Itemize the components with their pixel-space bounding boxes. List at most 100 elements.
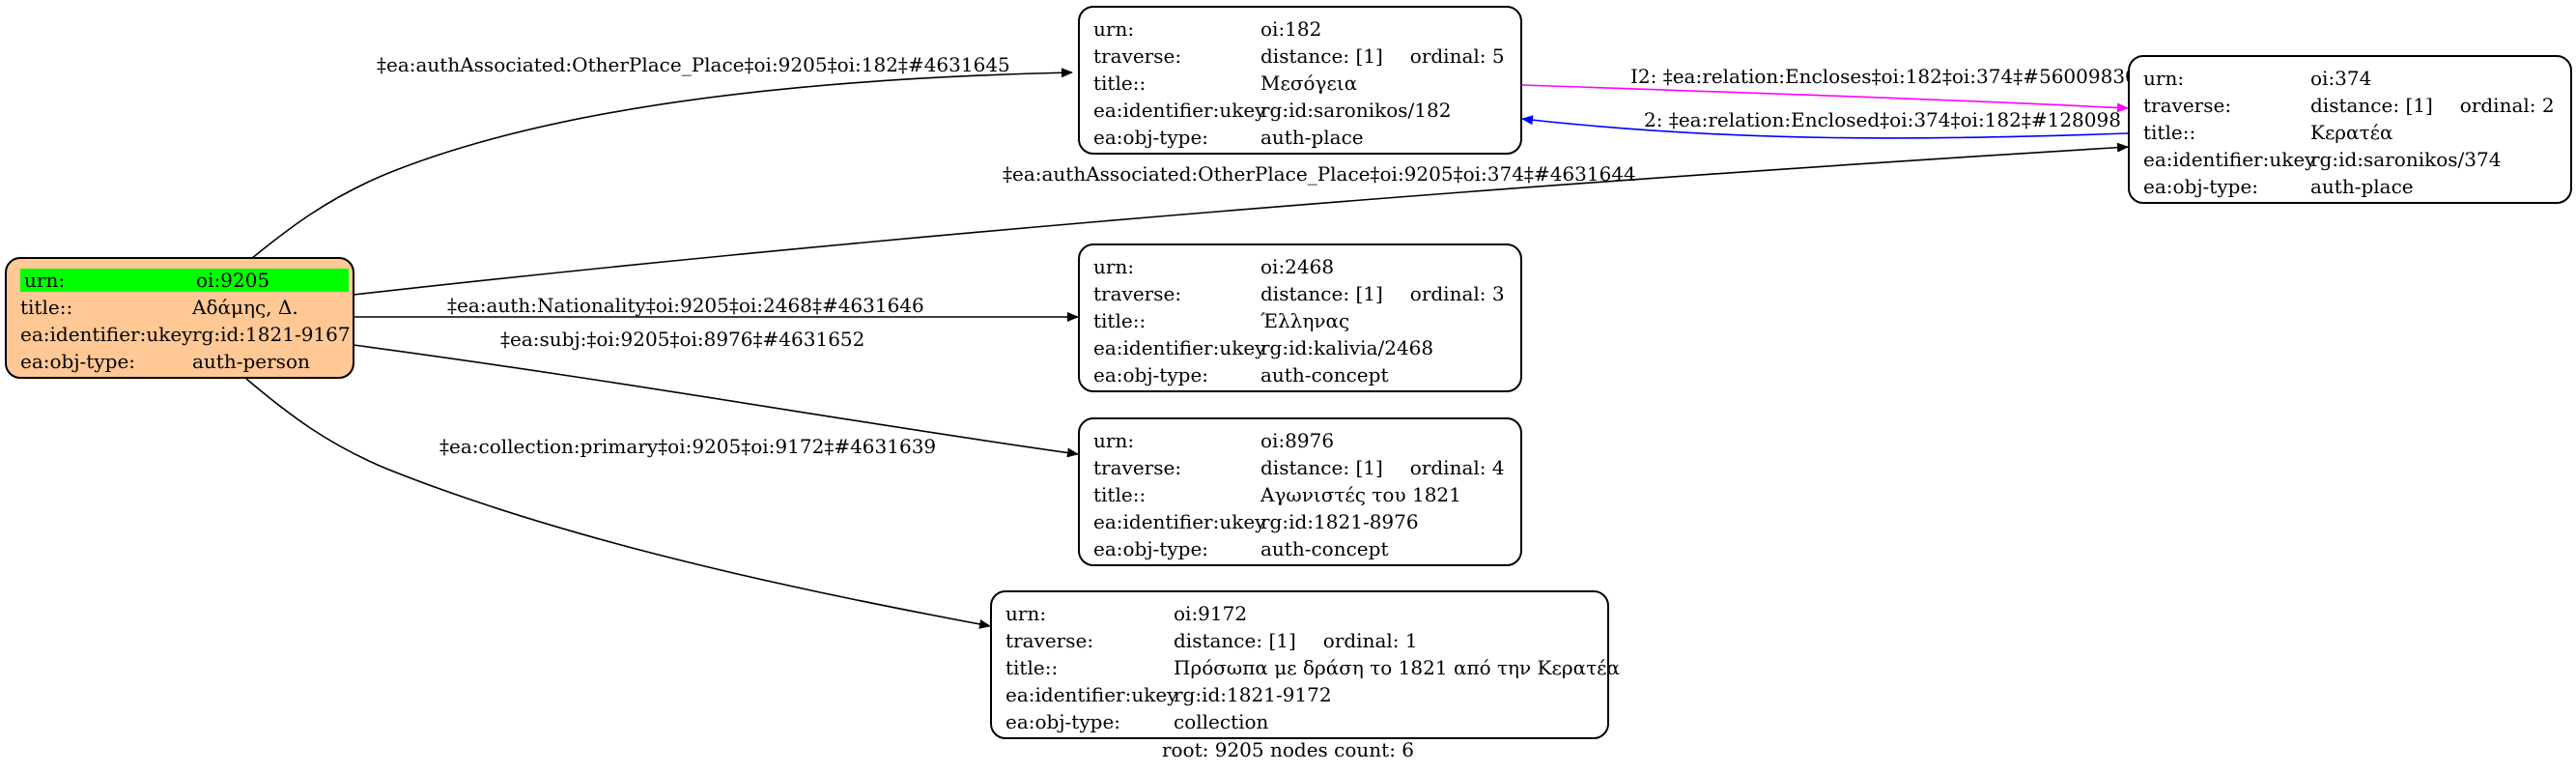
node-row: urn: oi:374 (2143, 65, 2557, 92)
node-key: ea:identifier:ukey (1093, 99, 1266, 122)
edge-9205-182 (245, 68, 1073, 264)
node-key: ea:obj-type: (1093, 126, 1209, 149)
node-oi-374[interactable]: urn:oi:374 traverse:distance: [1]ordinal… (2128, 55, 2572, 204)
node-key: urn: (1093, 429, 1135, 452)
node-value: Αγωνιστές του 1821 (1260, 483, 1461, 506)
node-key: ea:identifier:ukey (1005, 683, 1178, 706)
node-key: urn: (1005, 602, 1047, 625)
node-key: traverse: (1093, 44, 1182, 68)
node-key: traverse: (1093, 282, 1182, 305)
node-key: ea:identifier:ukey (1093, 336, 1266, 359)
node-key: ea:identifier:ukey (20, 323, 193, 346)
node-value: auth-place (1260, 126, 1364, 149)
node-value: Αδάμης, Δ. (192, 296, 298, 319)
node-oi-9205[interactable]: urn: oi:9205 title:: Αδάμης, Δ. ea:ident… (5, 257, 354, 379)
node-row: title::Πρόσωπα με δράση το 1821 από την … (1005, 654, 1620, 681)
node-key: title:: (1093, 309, 1146, 332)
node-value: oi:2468 (1260, 255, 1335, 278)
edge-label-9205-2468: ‡ea:auth:Nationality‡oi:9205‡oi:2468‡#46… (447, 294, 924, 317)
node-row: traverse: distance: [1] ordinal: 1 (1005, 627, 1594, 654)
node-value: auth-person (192, 350, 310, 373)
node-row: urn: oi:8976 (1093, 427, 1507, 454)
node-row: ea:obj-type:auth-concept (1093, 361, 1507, 388)
node-row: ea:obj-type: auth-person (20, 348, 339, 375)
node-ordinal: ordinal: 1 (1322, 629, 1418, 652)
node-row: title::Έλληνας (1093, 307, 1507, 334)
node-value: oi:9205 (192, 269, 349, 292)
edge-label-9205-182: ‡ea:authAssociated:OtherPlace_Place‡oi:9… (377, 53, 1010, 76)
node-value: distance: [1] (1260, 456, 1383, 479)
node-key: title:: (1093, 483, 1146, 506)
node-row: ea:obj-type:collection (1005, 708, 1594, 735)
node-row: traverse:distance: [1]ordinal: 2 (2143, 92, 2557, 119)
node-row: urn: oi:9205 (20, 267, 349, 294)
node-value: rg:id:1821-9172 (1174, 683, 1332, 706)
node-key: title:: (1093, 72, 1146, 95)
node-value: distance: [1] (2310, 94, 2433, 117)
node-row: title::Αγωνιστές του 1821 (1093, 481, 1507, 508)
edge-label-9205-9172: ‡ea:collection:primary‡oi:9205‡oi:9172‡#… (439, 435, 936, 458)
node-value: rg:id:kalivia/2468 (1260, 336, 1434, 359)
node-key: traverse: (2143, 94, 2232, 117)
node-key: ea:obj-type: (1005, 710, 1121, 733)
node-row: ea:obj-type: auth-concept (1093, 535, 1507, 562)
edge-9205-8976 (353, 344, 1079, 458)
node-value: oi:9172 (1174, 602, 1248, 625)
node-value: oi:182 (1260, 17, 1322, 41)
node-value: rg:id:1821-8976 (1260, 510, 1419, 533)
node-value: auth-concept (1260, 537, 1389, 560)
node-oi-2468[interactable]: urn: oi:2468 traverse: distance: [1] ordina… (1078, 243, 1522, 392)
node-key: urn: (1093, 255, 1135, 278)
node-row: title::Μεσόγεια (1093, 70, 1507, 97)
node-key: urn: (1093, 17, 1135, 41)
node-value: distance: [1] (1260, 44, 1383, 68)
node-row: title::Κερατέα (2143, 119, 2557, 146)
node-oi-9172[interactable]: urn: oi:9172 traverse: distance: [1] ordina… (990, 590, 1620, 739)
node-oi-8976[interactable]: urn: oi:8976 traverse: distance: [1] ordina… (1078, 417, 1522, 566)
node-value: Κερατέα (2310, 121, 2393, 144)
node-row: urn: oi:2468 (1093, 253, 1507, 280)
edge-9205-374 (353, 142, 2129, 296)
node-key: title:: (20, 296, 73, 319)
node-value: rg:id:saronikos/182 (1260, 99, 1452, 122)
node-value: rg:id:saronikos/374 (2310, 148, 2502, 171)
node-key: ea:obj-type: (1093, 537, 1209, 560)
edge-9205-9172 (245, 378, 991, 629)
node-oi-182[interactable]: urn: oi:182 traverse: distance: [1] ordinal… (1078, 6, 1522, 155)
node-key: urn: (20, 269, 192, 292)
node-ordinal: ordinal: 4 (1409, 456, 1505, 479)
node-value: distance: [1] (1260, 282, 1383, 305)
node-key: ea:obj-type: (2143, 175, 2259, 198)
node-row: ea:obj-type: auth-place (2143, 173, 2557, 200)
graph-footer: root: 9205 nodes count: 6 (1161, 738, 1415, 761)
node-value: oi:374 (2310, 67, 2372, 90)
node-ordinal: ordinal: 5 (1409, 44, 1505, 68)
node-row: ea:identifier:ukey rg:id:1821-9167 (20, 321, 351, 348)
node-key: ea:identifier:ukey (1093, 510, 1266, 533)
node-ordinal: ordinal: 3 (1409, 282, 1505, 305)
node-row: traverse: distance: [1] ordinal: 4 (1093, 454, 1507, 481)
node-key: ea:obj-type: (20, 350, 136, 373)
node-key: urn: (2143, 67, 2185, 90)
node-key: title:: (1005, 656, 1059, 679)
node-value: distance: [1] (1174, 629, 1296, 652)
node-row: title:: Αδάμης, Δ. (20, 294, 339, 321)
node-row: urn: oi:9172 (1005, 600, 1594, 627)
node-row: traverse: distance: [1] ordinal: 5 (1093, 43, 1507, 70)
edge-label-374-182: 2: ‡ea:relation:Enclosed‡oi:374‡oi:182‡#… (1644, 108, 2121, 131)
node-value: auth-concept (1260, 363, 1389, 386)
node-value: Πρόσωπα με δράση το 1821 από την Κερατέα (1174, 656, 1621, 679)
edge-label-9205-8976: ‡ea:subj:‡oi:9205‡oi:8976‡#4631652 (500, 328, 864, 351)
node-key: traverse: (1093, 456, 1182, 479)
edge-label-9205-374: ‡ea:authAssociated:OtherPlace_Place‡oi:9… (1003, 162, 1636, 186)
node-key: traverse: (1005, 629, 1094, 652)
node-value: oi:8976 (1260, 429, 1335, 452)
node-row: ea:obj-type: auth-place (1093, 124, 1507, 151)
node-value: auth-place (2310, 175, 2414, 198)
node-row: urn: oi:182 (1093, 15, 1507, 43)
